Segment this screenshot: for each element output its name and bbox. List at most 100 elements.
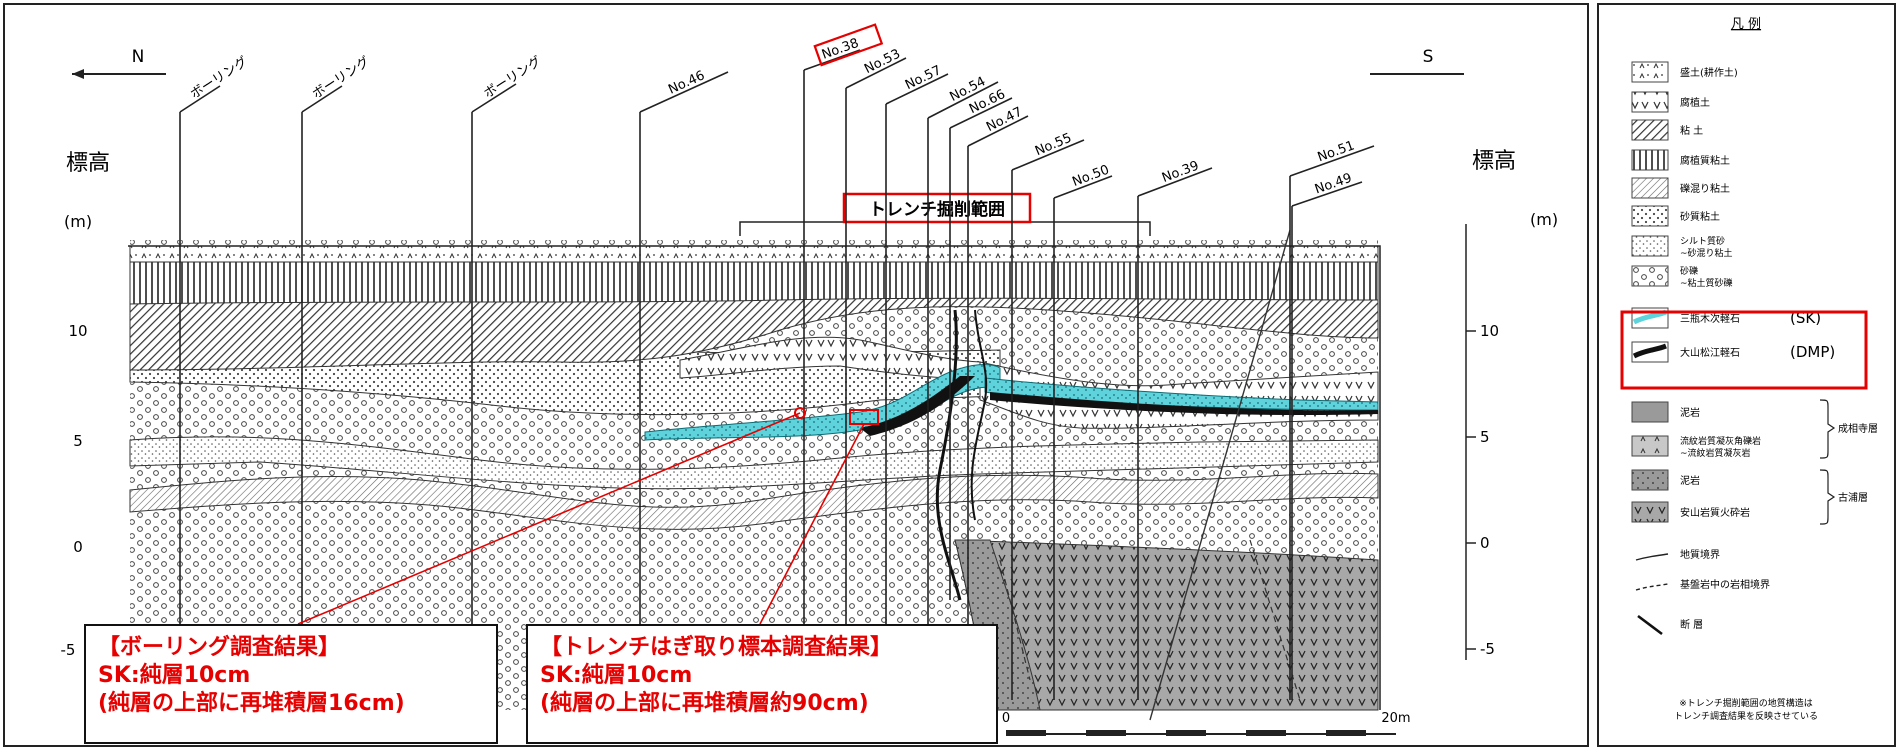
legend-swatch (1631, 265, 1669, 287)
callout-line: (純層の上部に再堆積層16cm) (98, 691, 405, 716)
legend-swatch (1631, 205, 1669, 227)
legend-item: 安山岩質火砕岩 (1631, 501, 1750, 523)
legend-item: シルト質砂~砂混り粘土 (1631, 235, 1733, 259)
unit-right: (m) (1530, 210, 1558, 229)
trench-range-label: トレンチ掘削範囲 (869, 199, 1005, 220)
legend-swatch (1631, 119, 1669, 141)
elev-tick-left: -5 (61, 641, 76, 659)
legend-label: 礫混り粘土 (1680, 182, 1730, 195)
borehole-leader (845, 57, 907, 89)
legend-item: 腐植質粘土 (1631, 149, 1730, 171)
elevation-title-left: 標高 (66, 151, 110, 176)
legend-swatch (1631, 235, 1669, 257)
lithofacies-boundary-line-2 (999, 559, 1031, 681)
borehole-leader (1137, 167, 1213, 197)
trench-range: トレンチ掘削範囲 (739, 192, 1151, 236)
legend-label: 腐植質粘土 (1680, 154, 1730, 167)
legend-item: 礫混り粘土 (1631, 177, 1730, 199)
legend-item: 泥岩 (1631, 401, 1700, 423)
south-arrow: S (1370, 47, 1464, 75)
fill-soil-layer (129, 245, 1379, 263)
legend-swatch (1631, 149, 1669, 171)
legend-label: 砂質粘土 (1680, 210, 1720, 223)
legend-swatch (1635, 583, 1669, 591)
section-top-surface (128, 245, 1381, 710)
borehole-leader (949, 97, 1013, 129)
strata (128, 229, 1381, 721)
boring-result-callout: 【ボーリング調査結果】 SK:純層10cm (純層の上部に再堆積層16cm) (84, 624, 498, 744)
borehole-leader (1053, 175, 1113, 199)
legend-item: 断 層 (1637, 614, 1703, 636)
legend-item: 腐植土 (1631, 91, 1710, 113)
fault-line-2 (970, 309, 988, 521)
elev-tick-left: 10 (68, 322, 87, 340)
legend-label: シルト質砂 (1680, 235, 1725, 247)
legend-label: 泥岩 (1680, 474, 1700, 487)
legend-swatch (1631, 401, 1669, 423)
boring-sample-marker (794, 407, 806, 419)
callout-title: 【トレンチはぎ取り標本調査結果】 (540, 635, 893, 660)
legend-swatch (1631, 177, 1669, 199)
elevation-title-right: 標高 (1472, 149, 1516, 174)
borehole-leader (301, 85, 343, 113)
legend-swatch (1631, 435, 1669, 457)
borehole-leader (885, 73, 949, 105)
legend-label: 盛土(耕作土) (1680, 66, 1738, 79)
borehole-leader (967, 115, 1029, 147)
legend-swatch (1632, 343, 1667, 359)
gravelly-clay-layer (129, 472, 1379, 530)
trench-leader-line (759, 423, 865, 625)
legend-label: 大山松江軽石 (1680, 346, 1740, 359)
boring-leader-line (297, 412, 801, 625)
group-label: 成相寺層 (1838, 422, 1878, 435)
legend-item: 大山松江軽石 (DMP) (1631, 341, 1835, 363)
borehole-leader (639, 71, 729, 113)
legend-title: 凡 例 (1731, 17, 1761, 32)
legend-item: 砂礫~粘土質砂礫 (1631, 265, 1733, 289)
legend-item: 地質境界 (1635, 548, 1720, 561)
legend-label: ~粘土質砂礫 (1680, 277, 1733, 289)
geologic-boundary-line (1149, 229, 1291, 721)
borehole-leader (927, 81, 999, 119)
elev-tick-left: 0 (73, 538, 83, 556)
elev-tick-right: 0 (1480, 534, 1490, 552)
legend-item: 基盤岩中の岩相境界 (1635, 578, 1770, 591)
scale-bar: 0 20m (1002, 711, 1411, 736)
unit-left: (m) (64, 212, 92, 231)
callout-line: (純層の上部に再堆積層約90cm) (540, 691, 869, 716)
dmp-pumice-layer-right (990, 392, 1378, 416)
legend-label: 三瓶木次軽石 (1680, 312, 1740, 325)
borehole-leader (179, 85, 221, 113)
borehole-leader (471, 83, 517, 113)
lithofacies-boundary-line (1249, 539, 1301, 701)
legend-tag: (DMP) (1790, 343, 1835, 361)
callout-line: SK:純層10cm (98, 663, 251, 688)
elevation-axis-left: 10 5 0 -5 (61, 322, 88, 659)
silty-sand-layer (129, 436, 1379, 490)
south-label: S (1423, 47, 1434, 67)
legend-item: 泥岩 (1631, 469, 1700, 491)
elev-tick-left: 5 (73, 432, 83, 450)
elev-tick-right: -5 (1480, 640, 1495, 658)
legend-swatch (1635, 553, 1669, 561)
legend-swatch (1637, 614, 1663, 636)
legend-swatch (1631, 61, 1669, 83)
scale-end-label: 20m (1381, 711, 1410, 726)
callout-line: SK:純層10cm (540, 663, 693, 688)
elevation-axis-right: 10 5 0 -5 (1465, 224, 1499, 660)
borehole-leader (1289, 145, 1375, 177)
north-arrow: N (72, 47, 166, 79)
dmp-pumice-layer-left (860, 376, 975, 436)
borehole-highlight (813, 23, 884, 67)
north-label: N (132, 47, 145, 67)
group-bracket (1819, 469, 1836, 525)
callout-title: 【ボーリング調査結果】 (98, 635, 341, 660)
borehole-leader (1011, 139, 1085, 171)
legend-item: 粘 土 (1631, 119, 1703, 141)
legend-label: 地質境界 (1680, 548, 1720, 561)
legend-swatch (1631, 501, 1669, 523)
legend-item: 盛土(耕作土) (1631, 61, 1738, 83)
legend-frame (1597, 3, 1896, 747)
